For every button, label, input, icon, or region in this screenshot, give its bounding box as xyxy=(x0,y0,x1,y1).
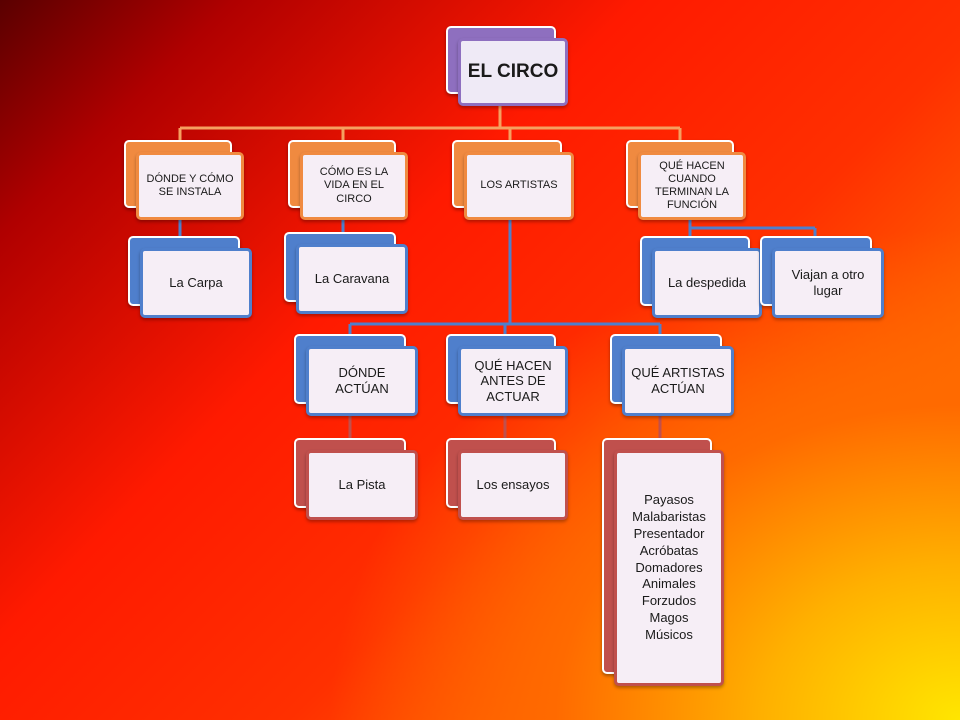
section-label: LOS ARTISTAS xyxy=(464,152,574,220)
answer-label: Viajan a otro lugar xyxy=(772,248,884,318)
answer-label: La Carpa xyxy=(140,248,252,318)
artist-label: DÓNDE ACTÚAN xyxy=(306,346,418,416)
root-label: EL CIRCO xyxy=(458,38,568,106)
artist-list-item: Músicos xyxy=(645,627,693,643)
artist-list-item: Presentador xyxy=(633,525,705,541)
section-node-funcion: QUÉ HACEN CUANDO TERMINAN LA FUNCIÓN xyxy=(626,140,746,220)
section-node-artistas: LOS ARTISTAS xyxy=(452,140,574,220)
section-node-instala: DÓNDE Y CÓMO SE INSTALA xyxy=(124,140,244,220)
artist-answer-label: La Pista xyxy=(306,450,418,520)
artist-list-item: Animales xyxy=(642,576,696,592)
artist-list-item: Domadores xyxy=(635,559,703,575)
artist-list-item: Forzudos xyxy=(641,593,697,609)
artist-list-item: Acróbatas xyxy=(639,542,699,558)
artist-answer-ensayos: Los ensayos xyxy=(446,438,568,520)
artist-node-donde: DÓNDE ACTÚAN xyxy=(294,334,418,416)
answer-label: La Caravana xyxy=(296,244,408,314)
artist-answer-list: Payasos Malabaristas Presentador Acróbat… xyxy=(602,438,724,686)
artist-node-quienes: QUÉ ARTISTAS ACTÚAN xyxy=(610,334,734,416)
answer-node-carpa: La Carpa xyxy=(128,236,252,318)
section-node-vida: CÓMO ES LA VIDA EN EL CIRCO xyxy=(288,140,408,220)
root-node: EL CIRCO xyxy=(446,26,568,106)
section-label: DÓNDE Y CÓMO SE INSTALA xyxy=(136,152,244,220)
artist-answer-pista: La Pista xyxy=(294,438,418,520)
answer-label: La despedida xyxy=(652,248,762,318)
artist-node-antes: QUÉ HACEN ANTES DE ACTUAR xyxy=(446,334,568,416)
section-label: CÓMO ES LA VIDA EN EL CIRCO xyxy=(300,152,408,220)
section-label: QUÉ HACEN CUANDO TERMINAN LA FUNCIÓN xyxy=(638,152,746,220)
artist-list-item: Malabaristas xyxy=(632,508,706,524)
artist-label: QUÉ ARTISTAS ACTÚAN xyxy=(622,346,734,416)
answer-node-viajan: Viajan a otro lugar xyxy=(760,236,884,318)
artist-list: Payasos Malabaristas Presentador Acróbat… xyxy=(614,450,724,686)
answer-node-caravana: La Caravana xyxy=(284,232,408,314)
artist-label: QUÉ HACEN ANTES DE ACTUAR xyxy=(458,346,568,416)
artist-list-item: Magos xyxy=(649,610,689,626)
answer-node-despedida: La despedida xyxy=(640,236,762,318)
artist-list-item: Payasos xyxy=(644,491,694,507)
artist-answer-label: Los ensayos xyxy=(458,450,568,520)
